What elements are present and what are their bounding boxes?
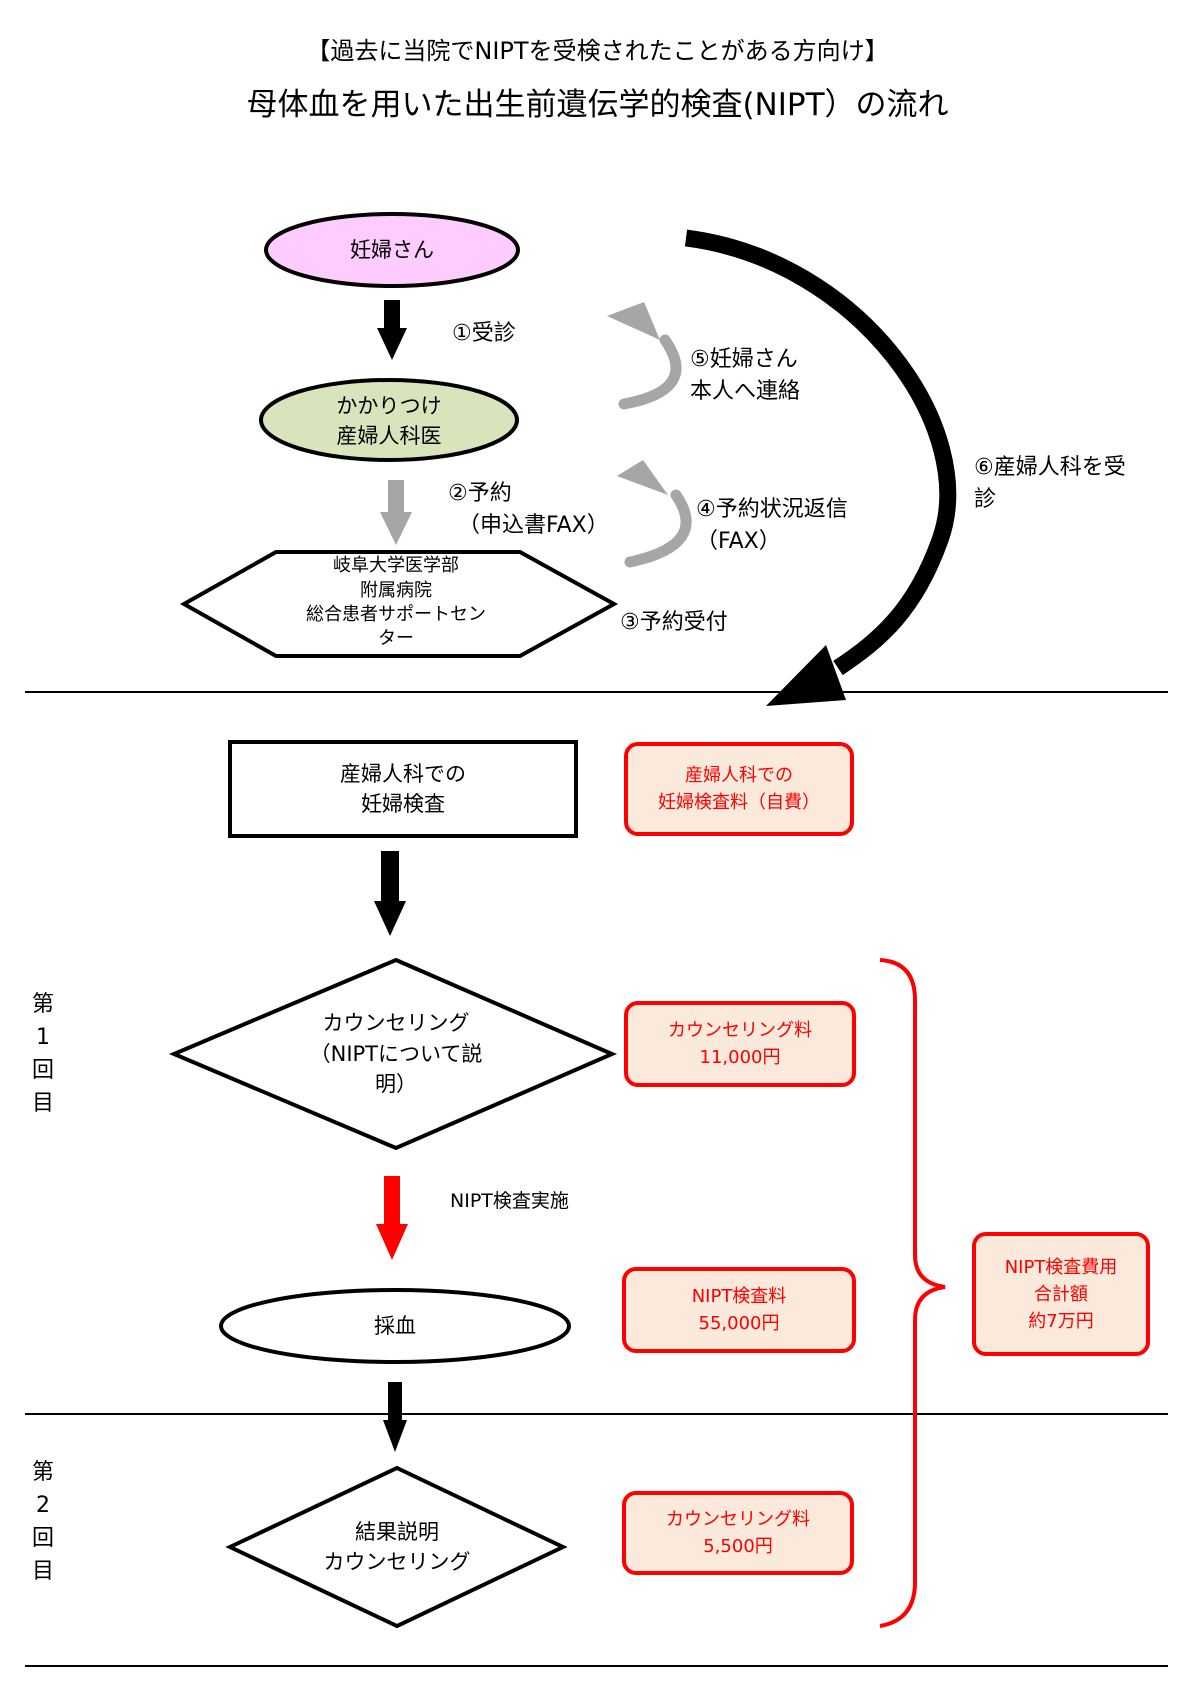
red-arrow-down-icon xyxy=(376,1176,408,1260)
step3-label: ③予約受付 xyxy=(620,610,728,635)
session-1-char: 第 xyxy=(31,992,54,1017)
cost-brace xyxy=(879,958,946,1628)
session-2-char: 目 xyxy=(31,1559,54,1584)
session-2-char: 第 xyxy=(31,1460,54,1485)
center-text-2: 附属病院 xyxy=(360,579,432,601)
session-2-label: 第 2 回 目 xyxy=(28,1456,58,1588)
arrow-down-icon xyxy=(383,1382,407,1452)
counseling1-fee-text-2: 11,000円 xyxy=(699,1047,781,1068)
total-fee-text-2: 合計額 xyxy=(1034,1283,1088,1305)
blood-draw-text: 採血 xyxy=(374,1313,416,1338)
return-arrow-icon xyxy=(607,302,682,410)
counseling-text-1: カウンセリング xyxy=(322,1011,470,1036)
step4-label: ④予約状況返信 （FAX） xyxy=(696,494,848,558)
counseling2-fee-text-2: 5,500円 xyxy=(703,1536,773,1557)
clinic-node xyxy=(259,378,519,462)
result-counseling-node xyxy=(225,1465,568,1629)
step6-text-2: 診 xyxy=(974,486,997,512)
blood-draw-node xyxy=(219,1288,571,1364)
counseling-label: カウンセリング （NIPTについて説 明） xyxy=(280,995,512,1113)
session-1-char: 回 xyxy=(31,1058,54,1083)
result-text-2: カウンセリング xyxy=(323,1550,471,1574)
big-curved-arrow-icon xyxy=(684,229,957,706)
exam-fee-text-2: 妊婦検査料（自費） xyxy=(658,792,820,813)
clinic-text-2: 産婦人科医 xyxy=(336,424,442,448)
total-fee-box: NIPT検査費用 合計額 約7万円 xyxy=(972,1232,1150,1356)
session-1-label: 第 1 回 目 xyxy=(28,988,58,1120)
page-subtitle: 【過去に当院でNIPTを受検されたことがある方向け】 xyxy=(306,37,889,65)
counseling-node xyxy=(168,957,618,1151)
nipt-label: NIPT検査実施 xyxy=(450,1190,569,1212)
exam-text-2: 妊婦検査 xyxy=(361,792,445,816)
step4-text-1: ④予約状況返信 xyxy=(696,497,848,522)
counseling-text-3: 明） xyxy=(375,1072,417,1097)
step1-label: ①受診 xyxy=(452,321,516,346)
session-1-char: 目 xyxy=(31,1091,54,1116)
counseling1-fee-text-1: カウンセリング料 xyxy=(668,1020,812,1041)
step5-text-2: 本人へ連絡 xyxy=(690,378,801,404)
return-arrow-icon xyxy=(617,460,692,568)
result-text-1: 結果説明 xyxy=(355,1519,439,1544)
patient-text: 妊婦さん xyxy=(350,237,434,262)
nipt-fee-box: NIPT検査料 55,000円 xyxy=(622,1267,856,1353)
step4-text-2: （FAX） xyxy=(696,528,781,554)
page-title: 母体血を用いた出生前遺伝学的検査(NIPT）の流れ xyxy=(246,87,949,123)
clinic-label: かかりつけ 産婦人科医 xyxy=(261,385,517,457)
patient-node xyxy=(264,212,520,288)
exam-fee-box: 産婦人科での 妊婦検査料（自費） xyxy=(624,742,854,836)
exam-label: 産婦人科での 妊婦検査 xyxy=(228,740,578,838)
arrow-down-icon xyxy=(374,851,406,936)
result-label: 結果説明 カウンセリング xyxy=(297,1510,497,1584)
arrow-down-icon xyxy=(380,480,412,545)
exam-fee-text-1: 産婦人科での xyxy=(685,765,793,786)
support-center-label: 岐阜大学医学部 附属病院 総合患者サポートセン ター xyxy=(246,548,546,658)
step2-label: ②予約 （申込書FAX） xyxy=(448,478,609,542)
arrow-down-icon xyxy=(377,300,407,360)
session-1-char: 1 xyxy=(36,1025,50,1050)
nipt-fee-text-2: 55,000円 xyxy=(698,1313,780,1334)
center-text-3: 総合患者サポートセン xyxy=(306,604,486,625)
step6-label: ⑥産婦人科を受 診 xyxy=(974,452,1126,516)
blood-draw-label: 採血 xyxy=(300,1306,490,1346)
exam-node xyxy=(228,740,578,838)
step5-label: ⑤妊婦さん 本人へ連絡 xyxy=(690,344,800,408)
counseling2-fee-box: カウンセリング料 5,500円 xyxy=(622,1491,854,1575)
step6-text-1: ⑥産婦人科を受 xyxy=(974,455,1126,480)
session-2-char: 2 xyxy=(36,1493,50,1518)
patient-label: 妊婦さん xyxy=(266,230,518,270)
step2-text-1: ②予約 xyxy=(448,481,512,506)
session-2-char: 回 xyxy=(31,1526,54,1551)
counseling1-fee-box: カウンセリング料 11,000円 xyxy=(624,1001,856,1087)
counseling-text-2: （NIPTについて説 xyxy=(309,1041,483,1066)
step5-text-1: ⑤妊婦さん xyxy=(690,347,798,372)
total-fee-text-1: NIPT検査費用 xyxy=(1004,1256,1118,1278)
support-center-node xyxy=(179,550,619,658)
counseling2-fee-text-1: カウンセリング料 xyxy=(666,1509,810,1530)
step2-text-2: （申込書FAX） xyxy=(458,512,609,538)
clinic-text-1: かかりつけ xyxy=(336,393,442,418)
center-text-1: 岐阜大学医学部 xyxy=(333,555,459,577)
nipt-fee-text-1: NIPT検査料 xyxy=(691,1286,787,1307)
center-text-4: ター xyxy=(378,628,414,650)
total-fee-text-3: 約7万円 xyxy=(1028,1310,1094,1332)
exam-text-1: 産婦人科での xyxy=(340,761,466,786)
